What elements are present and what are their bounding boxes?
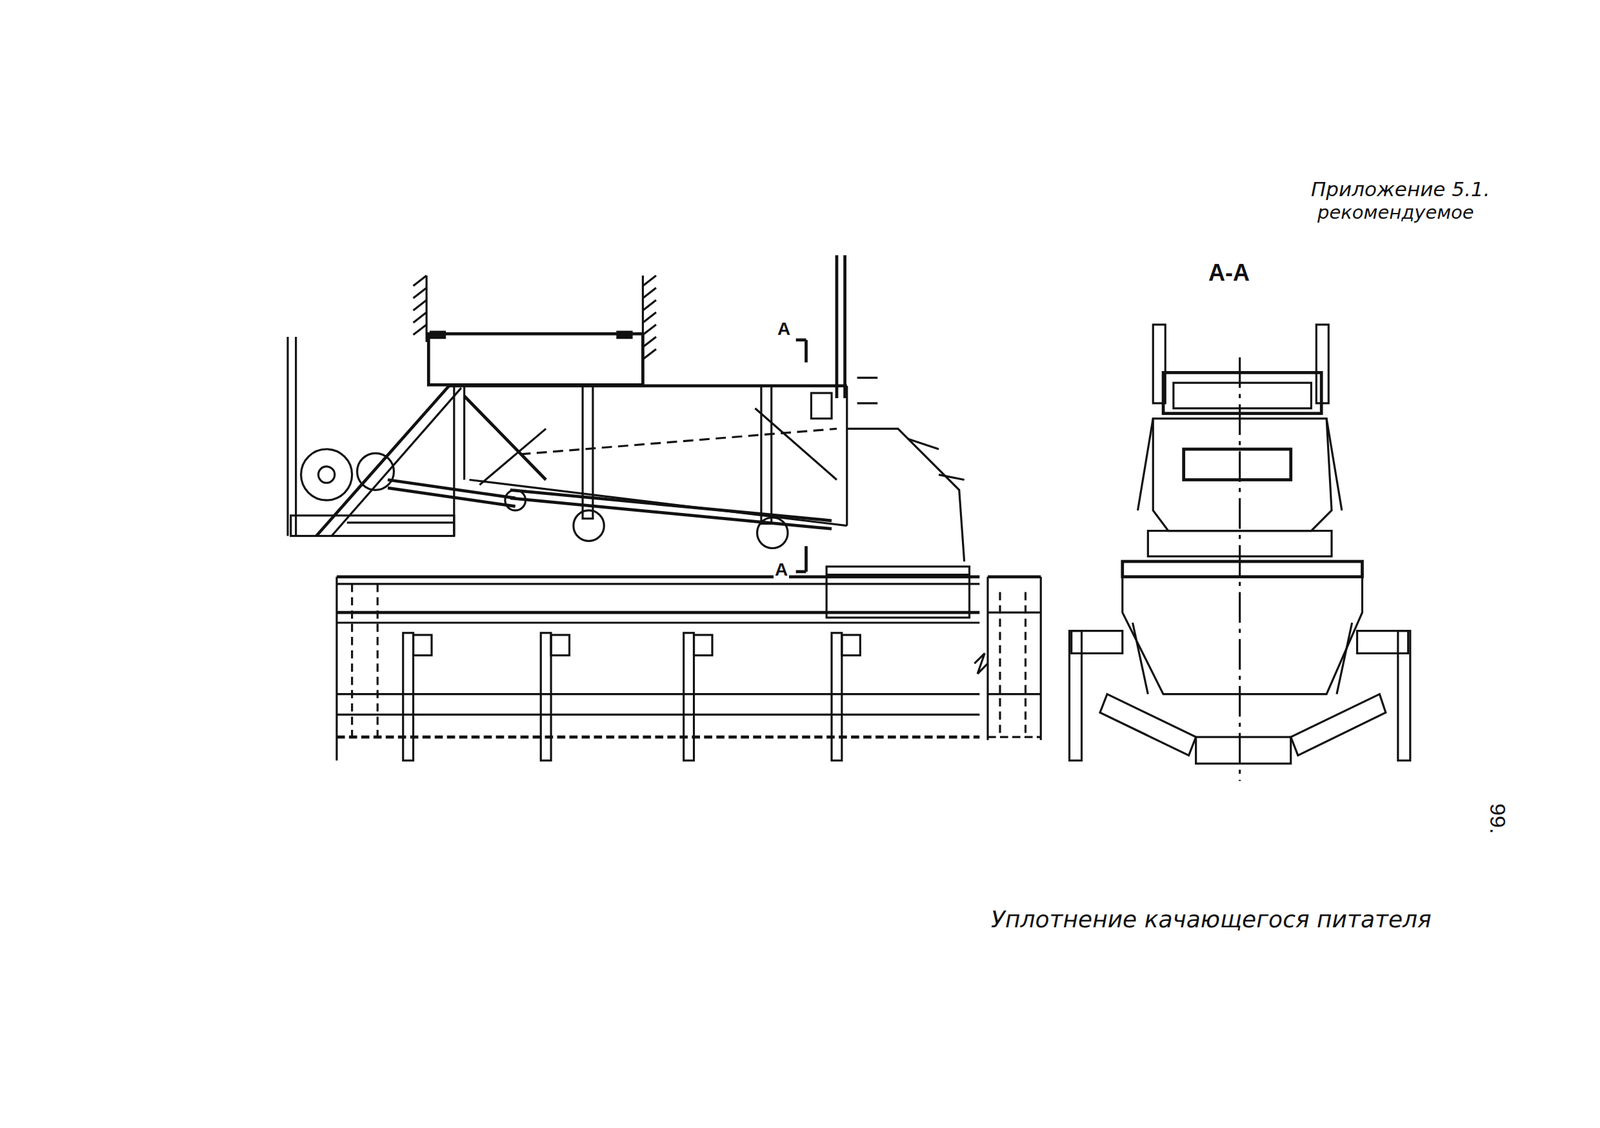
section-mark: А [776, 319, 792, 340]
section-label: А-А [1207, 260, 1251, 286]
status-label: рекомендуемое [1316, 202, 1476, 224]
page-number: 99. [1485, 801, 1510, 835]
drawing-caption: Уплотнение качающегося питателя [989, 906, 1433, 933]
appendix-label: Приложение 5.1. [1309, 178, 1491, 200]
section-mark: А [773, 560, 790, 580]
